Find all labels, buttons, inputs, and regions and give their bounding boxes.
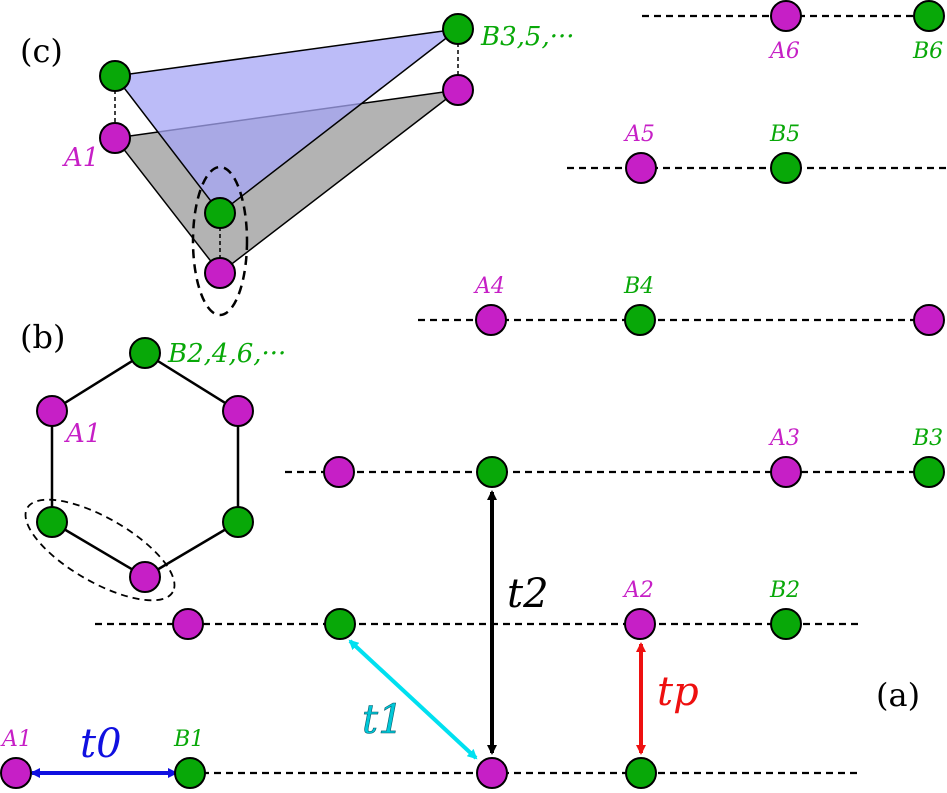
prism-label-a1: A1 [62, 143, 99, 173]
label-tp: tp [657, 669, 699, 715]
label-a6: A6 [768, 39, 800, 64]
prism-site-b-right [442, 13, 474, 45]
prism-site-a-right [442, 74, 474, 106]
prism-label-b-odd: B3,5,··· [480, 22, 575, 52]
label-a5: A5 [623, 122, 655, 147]
site-b6 [913, 0, 945, 32]
site-a-row1 [476, 757, 508, 789]
site-a1 [0, 757, 32, 789]
prism-site-a-left [99, 122, 131, 154]
hex-label-b-even: B2,4,6,··· [167, 339, 286, 369]
prism-site-b-left [99, 60, 131, 92]
dimer-ellipse-c [191, 165, 249, 317]
label-b4: B4 [623, 274, 654, 299]
site-b5 [770, 152, 802, 184]
hex-site-b-lower-left [36, 506, 68, 538]
hex-site-a-bottom [129, 561, 161, 593]
site-b1 [174, 757, 206, 789]
panel-b-hexagon: A1 B2,4,6,··· [24, 337, 286, 602]
label-t0: t0 [80, 721, 122, 767]
label-b3: B3 [912, 426, 943, 451]
hex-site-a-upper-right [222, 395, 254, 427]
site-b3 [913, 456, 945, 488]
site-a-row3-left [323, 456, 355, 488]
label-t1: t1 [362, 697, 404, 743]
site-b4 [624, 304, 656, 336]
dimer-ellipse-b [24, 498, 176, 602]
hopping-arrow-t1 [348, 639, 478, 760]
hex-label-a1: A1 [64, 419, 101, 449]
site-b2 [770, 608, 802, 640]
site-a2 [624, 608, 656, 640]
hex-site-a-upper-left [36, 395, 68, 427]
site-a-row4-right [913, 304, 945, 336]
label-b2: B2 [769, 578, 800, 603]
label-a2: A2 [622, 578, 654, 603]
label-t2: t2 [507, 571, 549, 617]
label-a4: A4 [473, 274, 505, 299]
hexagon-ring [50, 351, 240, 579]
panel-label-c: (c) [20, 32, 63, 70]
site-a5 [625, 152, 657, 184]
panel-label-a: (a) [876, 676, 920, 714]
label-b5: B5 [769, 122, 800, 147]
site-a3 [770, 456, 802, 488]
site-a-row2-left [172, 608, 204, 640]
site-b-row3-left [476, 456, 508, 488]
panel-label-b: (b) [20, 318, 65, 356]
prism-site-b-front [204, 197, 236, 229]
site-a4 [475, 304, 507, 336]
label-b6: B6 [912, 39, 943, 64]
label-a1: A1 [0, 727, 32, 752]
site-b-row1 [625, 757, 657, 789]
site-b-row2-left [324, 608, 356, 640]
blue-plane [113, 27, 461, 215]
prism-site-a-front [204, 257, 236, 289]
label-b1: B1 [173, 727, 204, 752]
panel-c-prism: A1 B3,5,··· [62, 13, 575, 317]
hex-site-b-lower-right [222, 506, 254, 538]
hex-site-b-top [129, 337, 161, 369]
label-a3: A3 [768, 426, 800, 451]
site-a6 [770, 0, 802, 32]
